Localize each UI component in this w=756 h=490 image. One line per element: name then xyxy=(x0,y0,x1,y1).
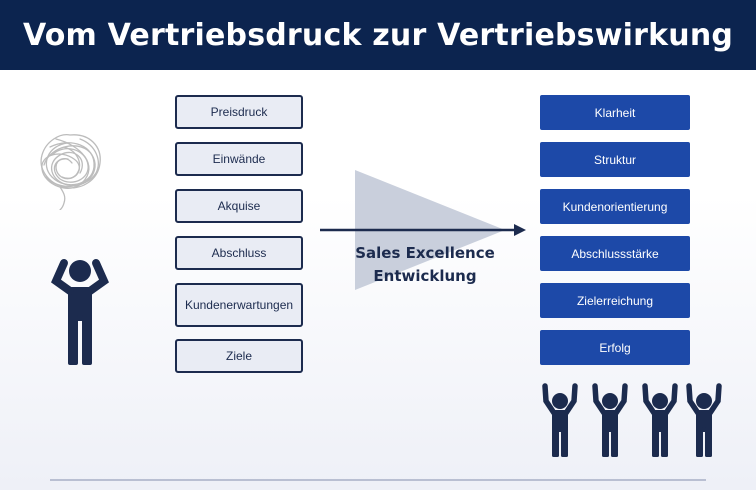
tangled-scribble-icon xyxy=(40,134,101,210)
left-item-box: Akquise xyxy=(175,189,303,223)
page-title: Vom Vertriebsdruck zur Vertriebswirkung xyxy=(22,17,734,53)
right-item-box: Abschlussstärke xyxy=(540,236,690,271)
bottom-divider xyxy=(50,479,706,481)
stressed-person-icon xyxy=(51,259,109,365)
arrow-right-icon xyxy=(320,224,526,236)
celebrating-people-icon xyxy=(538,383,728,458)
right-item-box: Klarheit xyxy=(540,95,690,130)
left-item-box: Einwände xyxy=(175,142,303,176)
left-item-box: Abschluss xyxy=(175,236,303,270)
center-label-line2: Entwicklung xyxy=(373,267,477,285)
header-bar: Vom Vertriebsdruck zur Vertriebswirkung xyxy=(0,0,756,70)
right-item-box: Struktur xyxy=(540,142,690,177)
center-label-line1: Sales Excellence xyxy=(355,244,495,262)
left-item-box: Kundenerwartungen xyxy=(175,283,303,327)
right-item-box: Zielerreichung xyxy=(540,283,690,318)
right-item-box: Erfolg xyxy=(540,330,690,365)
right-item-box: Kundenorientierung xyxy=(540,189,690,224)
left-item-box: Ziele xyxy=(175,339,303,373)
left-item-box: Preisdruck xyxy=(175,95,303,129)
center-label: Sales Excellence Entwicklung xyxy=(330,242,520,288)
